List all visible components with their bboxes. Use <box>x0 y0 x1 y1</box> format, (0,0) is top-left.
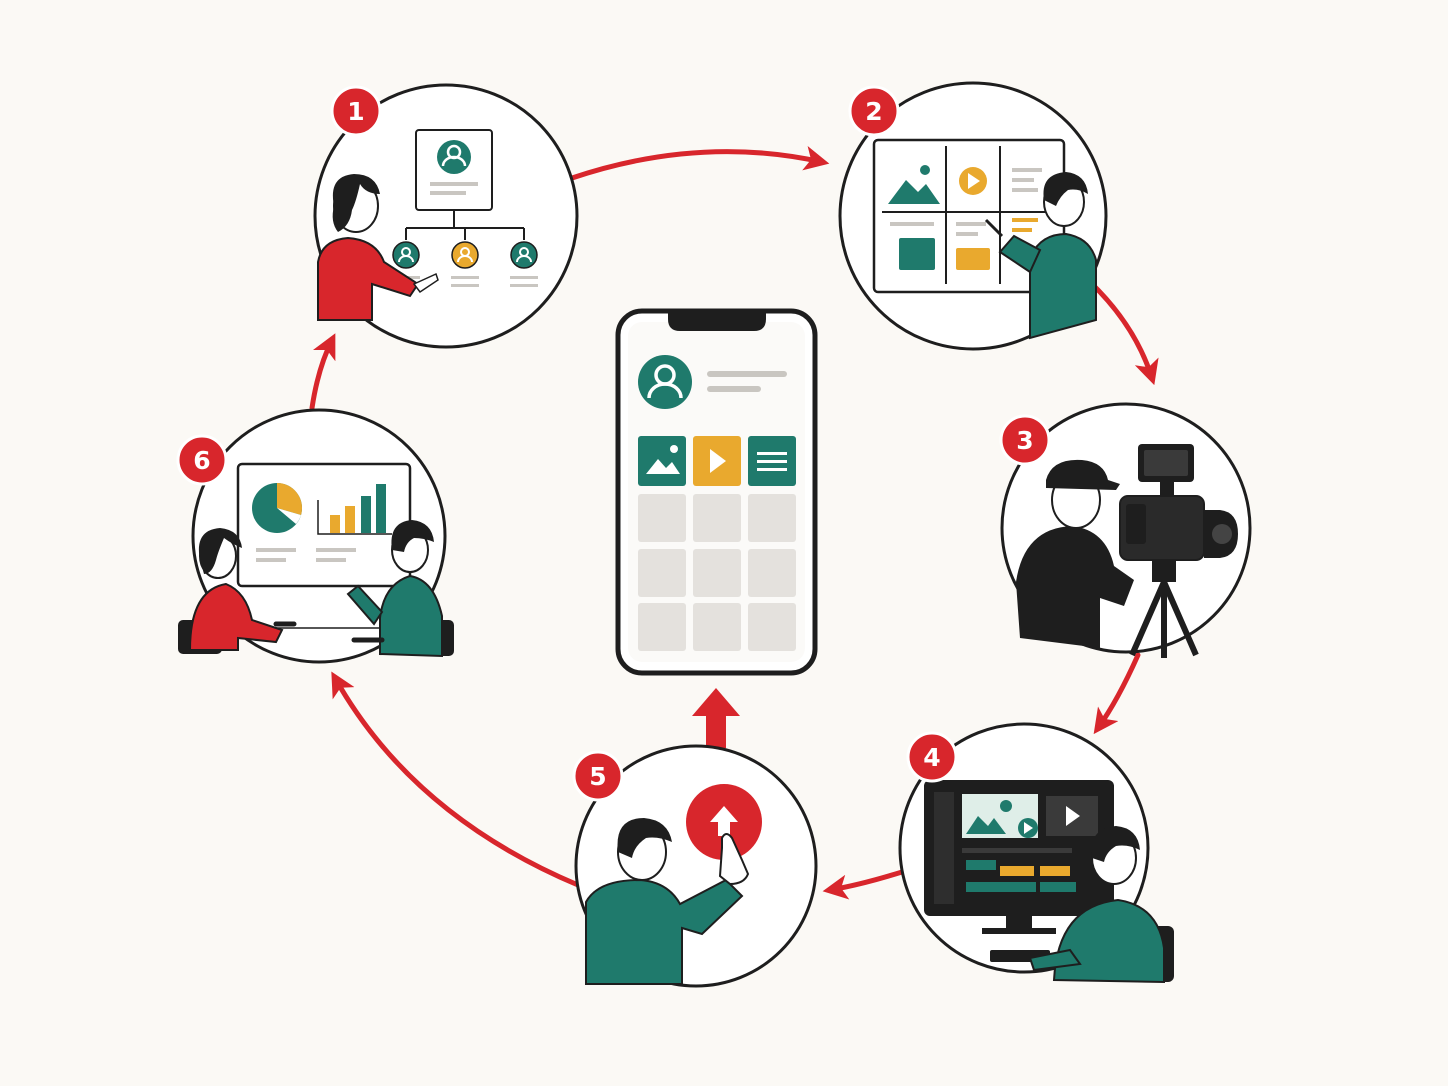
editor-figure <box>1028 826 1174 984</box>
center-smartphone <box>615 308 818 676</box>
step-number-label: 2 <box>865 97 882 126</box>
arrow-step6-to-step1 <box>309 333 336 411</box>
video-editing-monitor-icon <box>924 780 1114 962</box>
arrow-step4-to-step5 <box>822 869 905 900</box>
feed-placeholder-grid <box>638 494 796 651</box>
step-number-label: 1 <box>347 97 364 126</box>
step-1-planning <box>313 83 579 349</box>
phone-notch <box>668 313 766 331</box>
analytics-presentation-icon <box>236 462 412 588</box>
step-6-analytics-review <box>178 408 454 664</box>
step-3-filming <box>1000 402 1252 658</box>
woman-presenter-figure <box>317 174 439 321</box>
step-3-badge: 3 <box>999 414 1051 466</box>
step-4-badge: 4 <box>906 731 958 783</box>
upload-button-icon <box>686 784 762 860</box>
step-5-upload <box>574 744 818 988</box>
step-number-label: 4 <box>923 743 940 772</box>
arrow-step3-to-step4 <box>1093 652 1141 735</box>
text-tile-icon <box>748 436 796 486</box>
step-2-content-planning <box>838 81 1108 351</box>
step-2-badge: 2 <box>848 85 900 137</box>
image-tile-icon <box>638 436 686 486</box>
video-camera-filming-icon <box>1119 444 1238 658</box>
cameraman-figure <box>1016 459 1134 648</box>
step-1-badge: 1 <box>330 85 382 137</box>
arrow-step5-to-step6 <box>331 671 581 888</box>
meeting-man-figure <box>346 520 454 658</box>
step-5-badge: 5 <box>572 750 624 802</box>
meeting-woman-figure <box>178 528 297 654</box>
step-badges: 1 2 3 4 5 6 <box>176 85 1051 802</box>
man-uploading-figure <box>585 818 750 985</box>
arrow-step5-to-phone <box>692 688 740 748</box>
arrow-step1-to-step2 <box>569 146 830 181</box>
step-number-label: 5 <box>589 762 606 791</box>
org-chart-planning-icon <box>392 129 538 287</box>
play-tile-icon <box>693 436 741 486</box>
arrow-step2-to-step3 <box>1087 279 1159 386</box>
step-6-badge: 6 <box>176 434 228 486</box>
step-number-label: 6 <box>193 446 210 475</box>
cycle-arrows <box>309 146 1159 900</box>
profile-avatar-icon <box>638 355 692 409</box>
step-4-editing <box>898 722 1174 984</box>
man-pointing-figure <box>984 172 1097 340</box>
step-number-label: 3 <box>1016 426 1033 455</box>
